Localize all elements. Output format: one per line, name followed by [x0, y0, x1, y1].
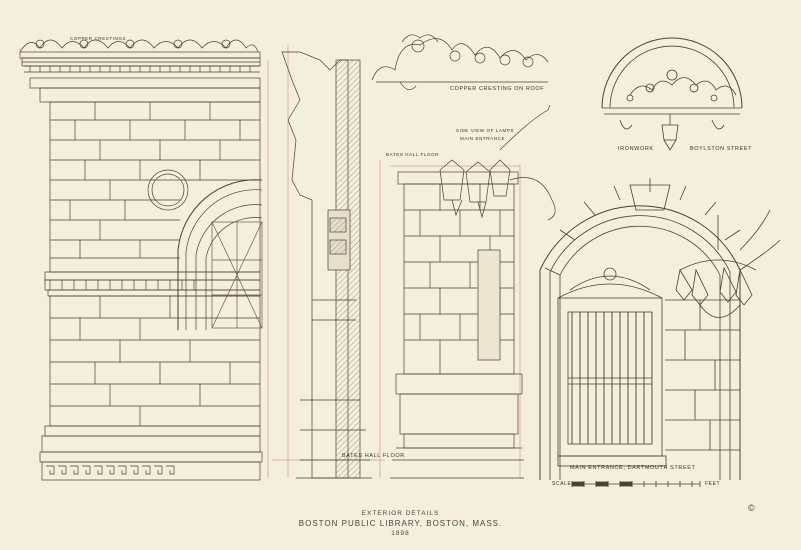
label-main-entrance-dartmouth: Main Entrance, Dartmouth Street	[570, 465, 696, 471]
main-entrance	[539, 178, 781, 480]
label-scale: Scale	[552, 481, 572, 487]
copper-crestings-ornament	[19, 39, 259, 53]
label-copper-crestings: Copper Crestings	[70, 36, 127, 41]
label-feet: Feet	[705, 481, 721, 487]
window-lattice	[211, 221, 263, 329]
ironwork-grille	[601, 37, 743, 151]
dentil-row	[24, 65, 260, 73]
roof-cresting	[371, 34, 549, 91]
chandelier	[675, 215, 757, 318]
dimension-lines	[19, 45, 521, 478]
label-copper-cresting-roof: Copper Cresting on Roof	[450, 86, 545, 92]
copyright-mark: ©	[748, 503, 755, 513]
scale-bar	[571, 481, 701, 487]
wall-section	[281, 51, 372, 479]
label-boylston-street: Boylston Street	[690, 146, 753, 152]
side-view-lamps	[439, 104, 556, 221]
label-side-view-lamps: Side View of Lamps	[456, 128, 515, 133]
label-ironwork: Ironwork	[618, 146, 654, 152]
caption-year: 1898	[391, 530, 410, 537]
label-main-entrance-small: Main Entrance	[460, 136, 506, 141]
label-bates-hall-floor-bottom: Bates Hall Floor	[342, 453, 405, 459]
left-elevation	[19, 39, 263, 481]
label-bates-hall-floor-top: Bates Hall Floor	[386, 152, 440, 157]
caption-line1: EXTERIOR DETAILS	[361, 510, 440, 517]
lamp-wall	[390, 104, 556, 479]
caption-title: BOSTON PUBLIC LIBRARY, BOSTON, MASS.	[298, 519, 503, 528]
